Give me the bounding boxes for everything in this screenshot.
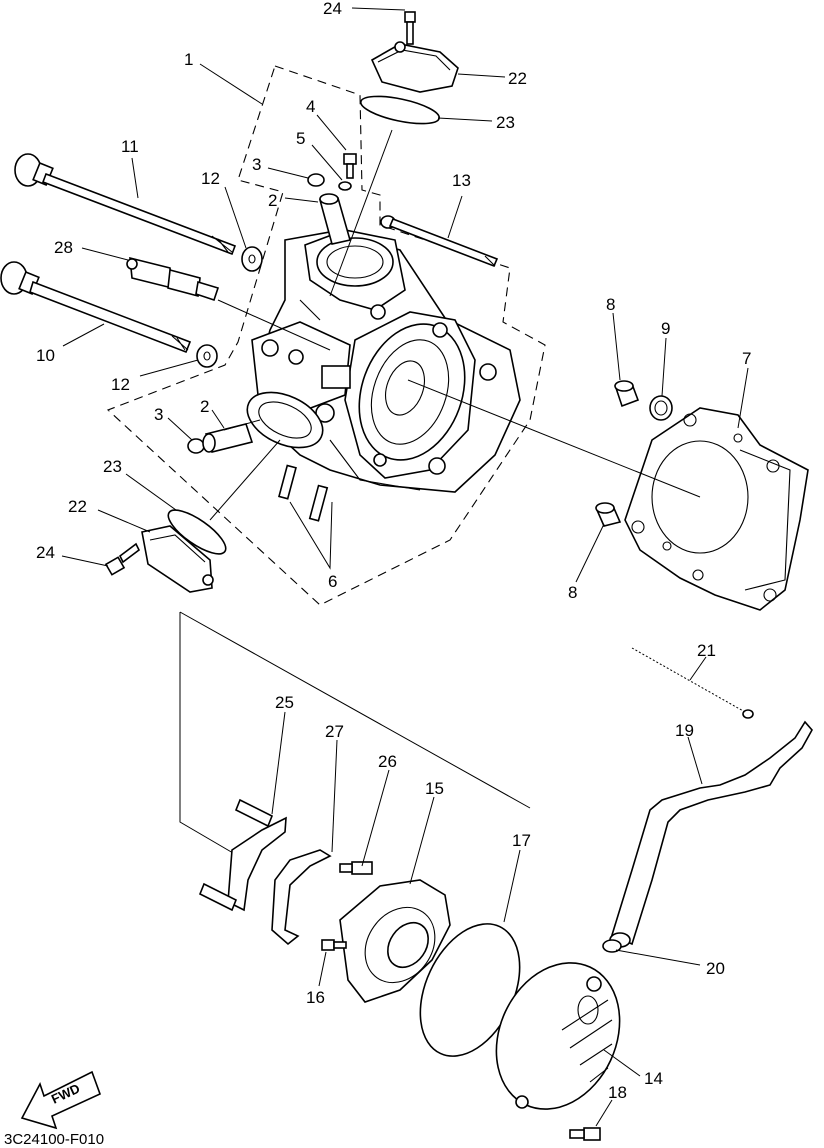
bolt-26: [339, 861, 373, 875]
o-ring-top: [360, 95, 440, 125]
dowels-8: [595, 380, 640, 527]
spark-plug-28: [126, 256, 220, 302]
callout-27: 27: [325, 722, 344, 741]
o-ring-3-upper: [307, 173, 325, 187]
o-ring-3-lower: [187, 438, 205, 454]
long-bolt-11: [14, 153, 237, 256]
callout-14: 14: [644, 1069, 663, 1088]
bracket-27: [271, 849, 332, 946]
callout-17: 17: [512, 831, 531, 850]
callout-9: 9: [661, 319, 670, 338]
cover-14: [495, 962, 621, 1110]
long-bolt-10: [0, 261, 192, 354]
bolt-top: [404, 11, 416, 45]
callout-26: 26: [378, 752, 397, 771]
callout-23: 23: [496, 113, 515, 132]
cable-tie-head: [742, 709, 754, 719]
callout-22: 22: [508, 69, 527, 88]
callout-labels: 24 22 23 1 4 5 3 2 11 12 13 28 10 12 3 2…: [36, 0, 751, 1102]
callout-16: 16: [306, 988, 325, 1007]
leader-lines: [61, 7, 749, 1127]
callout-20: 20: [706, 959, 725, 978]
callout-6: 6: [328, 572, 337, 591]
cover-plate-15: [339, 879, 451, 1003]
cylinder-head-gasket: [624, 407, 809, 611]
callout-2-lower: 2: [200, 397, 209, 416]
callout-24-lower: 24: [36, 543, 55, 562]
washers-12: [196, 246, 263, 368]
callout-5: 5: [296, 129, 305, 148]
bracket-25: [198, 798, 287, 912]
callout-23-lower: 23: [103, 457, 122, 476]
bolt-13: [380, 215, 499, 268]
diagram-code: 3C24100-F010: [4, 1131, 104, 1148]
cable-tie: [631, 647, 746, 713]
callout-4: 4: [306, 97, 315, 116]
callout-18: 18: [608, 1083, 627, 1102]
washer-5: [338, 181, 352, 191]
callout-22-lower: 22: [68, 497, 87, 516]
callout-28: 28: [54, 238, 73, 257]
callout-8: 8: [606, 295, 615, 314]
callout-10: 10: [36, 346, 55, 365]
callout-7: 7: [742, 349, 751, 368]
callout-19: 19: [675, 721, 694, 740]
callout-2: 2: [268, 191, 277, 210]
seal-9: [649, 395, 673, 421]
dowel-pin-2-lower: [202, 423, 254, 453]
cylinder-head: [246, 229, 521, 493]
callout-11: 11: [121, 137, 139, 156]
callout-15: 15: [425, 779, 444, 798]
valve-cap-22-lower: [141, 525, 214, 593]
callout-21: 21: [697, 641, 716, 660]
bolt-16: [321, 939, 347, 951]
cylinder-head-assembly-boundary: [106, 65, 546, 606]
hose-clamp: [602, 939, 622, 953]
callout-8-lower: 8: [568, 583, 577, 602]
stud-bolts: [278, 464, 329, 522]
callout-3-lower: 3: [154, 405, 163, 424]
callout-3: 3: [252, 155, 261, 174]
callout-24: 24: [323, 0, 342, 18]
dowel-pin-2-upper: [318, 193, 352, 245]
o-ring-23-lower: [167, 509, 227, 555]
callout-12: 12: [201, 169, 220, 188]
water-pipe: [609, 720, 813, 948]
bolt-18: [569, 1127, 601, 1141]
callout-13: 13: [452, 171, 471, 190]
callout-12-lower: 12: [111, 375, 130, 394]
callout-1: 1: [184, 50, 193, 69]
callout-25: 25: [275, 693, 294, 712]
bolt-24-lower: [104, 542, 141, 576]
bolt-4: [343, 153, 357, 179]
fwd-arrow-icon: [20, 1070, 102, 1130]
valve-cap-top: [370, 41, 459, 93]
cover-assembly-boundary: [179, 611, 531, 861]
